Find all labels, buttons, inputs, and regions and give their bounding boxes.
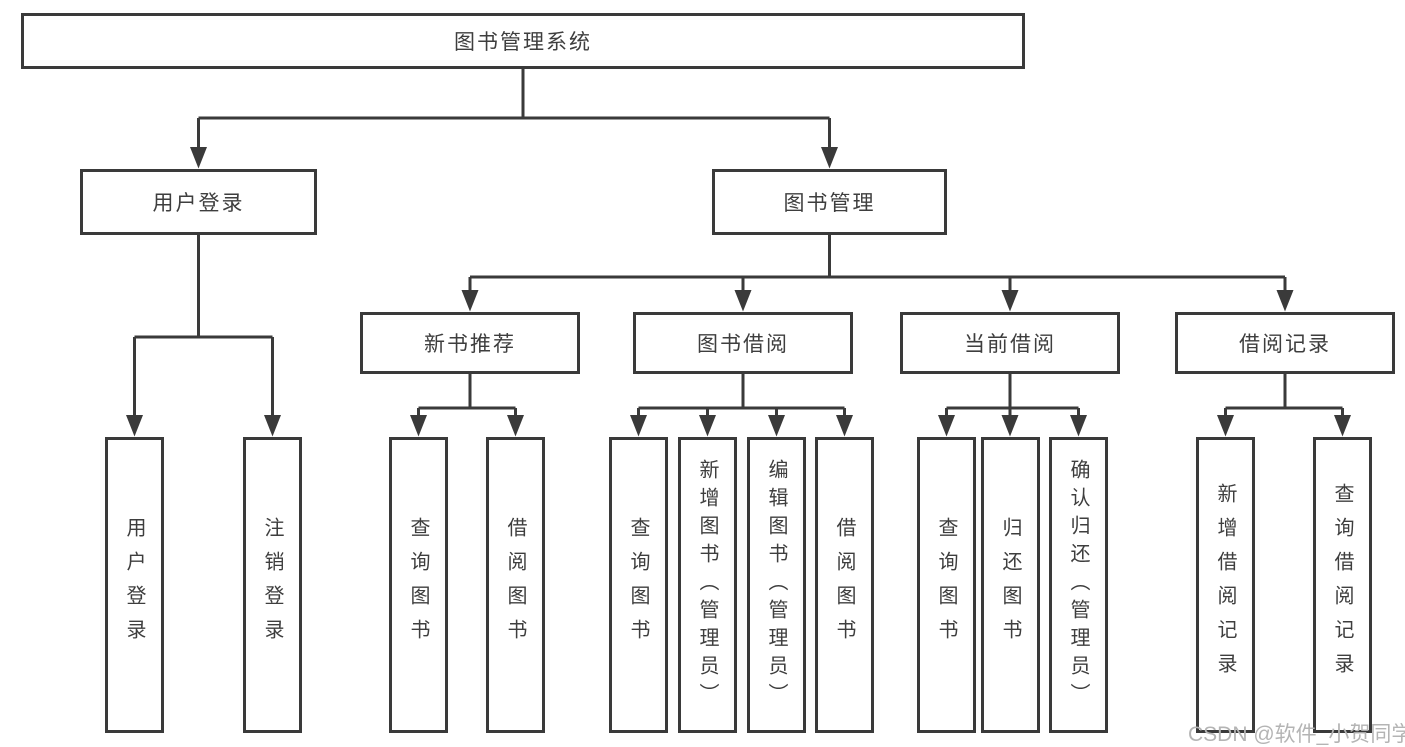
leaf-borrow-books: 借阅图书 bbox=[815, 437, 874, 733]
leaf-query-books-current-label: 查询图书 bbox=[935, 517, 957, 653]
leaf-user-login: 用户登录 bbox=[105, 437, 164, 733]
leaf-edit-book-admin: 编辑图书（管理员） bbox=[747, 437, 806, 733]
node-borrow-records: 借阅记录 bbox=[1175, 312, 1395, 374]
leaf-add-borrow-record: 新增借阅记录 bbox=[1196, 437, 1255, 733]
node-user-login-label: 用户登录 bbox=[152, 192, 245, 215]
leaf-query-books-current: 查询图书 bbox=[917, 437, 976, 733]
node-current-borrow: 当前借阅 bbox=[900, 312, 1120, 374]
leaf-edit-book-admin-label: 编辑图书（管理员） bbox=[765, 459, 787, 711]
csdn-watermark: CSDN @软件_小贺同学 bbox=[1188, 723, 1405, 746]
leaf-logout: 注销登录 bbox=[243, 437, 302, 733]
leaf-borrow-books-recommend-label: 借阅图书 bbox=[504, 517, 526, 653]
node-root-label: 图书管理系统 bbox=[454, 31, 592, 54]
leaf-user-login-label: 用户登录 bbox=[123, 517, 145, 653]
leaf-confirm-return-admin: 确认归还（管理员） bbox=[1049, 437, 1108, 733]
arrowheads bbox=[126, 147, 1351, 437]
leaf-query-borrow-record: 查询借阅记录 bbox=[1313, 437, 1372, 733]
leaf-confirm-return-admin-label: 确认归还（管理员） bbox=[1067, 459, 1089, 711]
node-book-management: 图书管理 bbox=[712, 169, 947, 235]
leaf-return-book: 归还图书 bbox=[981, 437, 1040, 733]
leaf-add-book-admin-label: 新增图书（管理员） bbox=[696, 459, 718, 711]
leaf-borrow-books-label: 借阅图书 bbox=[833, 517, 855, 653]
node-book-borrow-label: 图书借阅 bbox=[697, 333, 789, 356]
node-user-login: 用户登录 bbox=[80, 169, 317, 235]
leaf-query-books-borrow: 查询图书 bbox=[609, 437, 668, 733]
node-borrow-records-label: 借阅记录 bbox=[1239, 333, 1331, 356]
node-current-borrow-label: 当前借阅 bbox=[964, 333, 1056, 356]
leaf-borrow-books-recommend: 借阅图书 bbox=[486, 437, 545, 733]
leaf-return-book-label: 归还图书 bbox=[999, 517, 1021, 653]
leaf-query-borrow-record-label: 查询借阅记录 bbox=[1331, 483, 1353, 687]
node-root: 图书管理系统 bbox=[21, 13, 1025, 69]
leaf-add-book-admin: 新增图书（管理员） bbox=[678, 437, 737, 733]
leaf-add-borrow-record-label: 新增借阅记录 bbox=[1214, 483, 1236, 687]
leaf-query-books-recommend: 查询图书 bbox=[389, 437, 448, 733]
node-book-borrow: 图书借阅 bbox=[633, 312, 853, 374]
tree-edges bbox=[133, 69, 1344, 416]
node-new-book-recommend: 新书推荐 bbox=[360, 312, 580, 374]
node-new-book-recommend-label: 新书推荐 bbox=[424, 333, 516, 356]
leaf-query-books-recommend-label: 查询图书 bbox=[407, 517, 429, 653]
node-book-management-label: 图书管理 bbox=[783, 192, 876, 215]
leaf-query-books-borrow-label: 查询图书 bbox=[627, 517, 649, 653]
leaf-logout-label: 注销登录 bbox=[261, 517, 283, 653]
